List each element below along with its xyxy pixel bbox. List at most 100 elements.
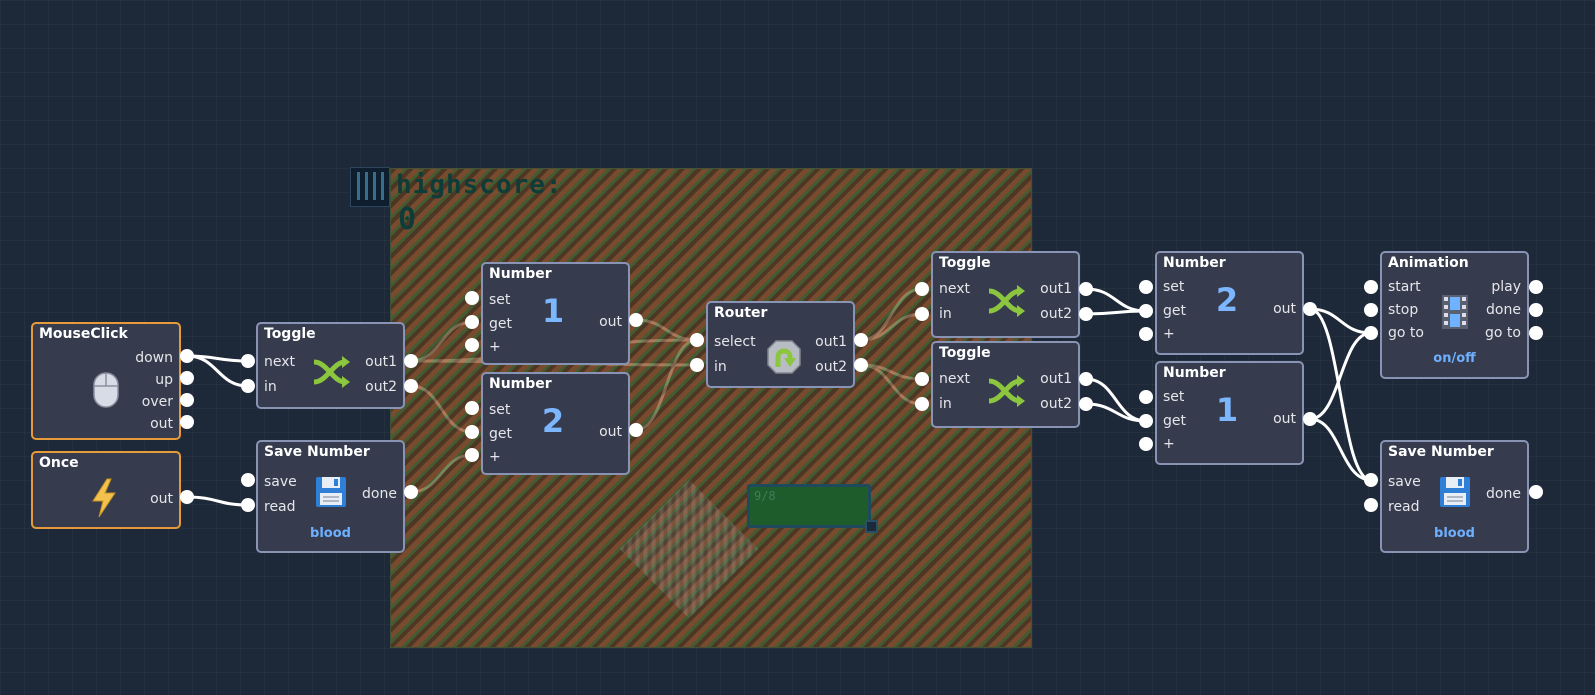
film-icon xyxy=(1442,295,1468,329)
port-number3-set[interactable] xyxy=(1139,280,1153,294)
port-animation-goto-out[interactable] xyxy=(1529,326,1543,340)
node-toggle-3[interactable]: Toggle next in out1 out2 xyxy=(931,341,1080,428)
port-animation-stop[interactable] xyxy=(1364,303,1378,317)
port-number1-set[interactable] xyxy=(465,291,479,305)
port-toggle1-out1[interactable] xyxy=(404,354,418,368)
node-mouseclick[interactable]: MouseClick down up over out xyxy=(31,322,181,440)
port-number2-get[interactable] xyxy=(465,425,479,439)
audio-bars-icon xyxy=(350,167,390,207)
port-label: in xyxy=(939,306,952,322)
wire-number3-out-to-savenumber2-save[interactable] xyxy=(1308,307,1373,482)
port-animation-start[interactable] xyxy=(1364,280,1378,294)
port-number4-out[interactable] xyxy=(1303,412,1317,426)
port-animation-goto[interactable] xyxy=(1364,326,1378,340)
port-number3-get[interactable] xyxy=(1139,304,1153,318)
port-savenumber2-read[interactable] xyxy=(1364,498,1378,512)
node-toggle-1[interactable]: Toggle next in out1 out2 xyxy=(256,322,405,409)
wire-number4-out-to-animation-goto[interactable] xyxy=(1308,331,1373,421)
port-number2-out[interactable] xyxy=(629,423,643,437)
port-toggle3-out2[interactable] xyxy=(1079,397,1093,411)
node-title: Animation xyxy=(1388,255,1469,271)
wire-number4-out-to-savenumber2-save[interactable] xyxy=(1308,417,1373,482)
port-number4-set[interactable] xyxy=(1139,390,1153,404)
port-number1-get[interactable] xyxy=(465,315,479,329)
port-toggle2-next[interactable] xyxy=(915,282,929,296)
port-label: out xyxy=(1273,301,1296,317)
port-toggle2-out1[interactable] xyxy=(1079,282,1093,296)
port-savenumber1-read[interactable] xyxy=(241,498,255,512)
port-savenumber2-save[interactable] xyxy=(1364,473,1378,487)
port-once-out[interactable] xyxy=(180,490,194,504)
port-label: save xyxy=(1388,474,1421,490)
port-toggle1-in[interactable] xyxy=(241,379,255,393)
port-number3-out[interactable] xyxy=(1303,302,1317,316)
port-label: out1 xyxy=(1040,281,1072,297)
port-mouseclick-over[interactable] xyxy=(180,393,194,407)
port-mouseclick-out[interactable] xyxy=(180,415,194,429)
node-title: Number xyxy=(1163,365,1226,381)
port-toggle3-next[interactable] xyxy=(915,372,929,386)
node-number-4[interactable]: Number set get + out 1 xyxy=(1155,361,1304,465)
port-number1-out[interactable] xyxy=(629,313,643,327)
port-toggle2-out2[interactable] xyxy=(1079,307,1093,321)
node-save-number-1[interactable]: Save Number save read done blood xyxy=(256,440,405,553)
port-router-select[interactable] xyxy=(690,333,704,347)
node-router[interactable]: Router select in out1 out2 xyxy=(706,301,855,388)
port-label: up xyxy=(155,372,173,388)
port-router-in[interactable] xyxy=(690,358,704,372)
progress-bar[interactable]: 9/8 xyxy=(747,484,878,533)
port-savenumber1-done[interactable] xyxy=(404,485,418,499)
node-save-number-2[interactable]: Save Number save read done blood xyxy=(1380,440,1529,553)
node-number-1[interactable]: Number set get + out 1 xyxy=(481,262,630,365)
node-animation[interactable]: Animation start stop go to play done go … xyxy=(1380,251,1529,379)
port-router-out2[interactable] xyxy=(854,358,868,372)
port-label: out xyxy=(150,416,173,432)
port-number4-add[interactable] xyxy=(1139,437,1153,451)
port-label: start xyxy=(1388,279,1421,295)
port-toggle2-in[interactable] xyxy=(915,307,929,321)
progress-text: 9/8 xyxy=(754,489,776,503)
port-savenumber2-done[interactable] xyxy=(1529,485,1543,499)
port-label: get xyxy=(489,316,512,332)
port-router-out1[interactable] xyxy=(854,333,868,347)
port-mouseclick-down[interactable] xyxy=(180,349,194,363)
mouse-icon xyxy=(93,372,119,408)
node-number-2[interactable]: Number set get + out 2 xyxy=(481,372,630,475)
resize-handle[interactable] xyxy=(865,520,878,533)
wire-mouseclick-down-to-toggle1-next[interactable] xyxy=(185,354,250,363)
node-title: MouseClick xyxy=(39,326,128,342)
wire-toggle3-out1-to-number4-get[interactable] xyxy=(1084,377,1148,423)
wire-toggle3-out2-to-number4-get[interactable] xyxy=(1084,402,1148,423)
port-number2-set[interactable] xyxy=(465,401,479,415)
port-label: next xyxy=(939,371,971,387)
wire-mouseclick-down-to-toggle1-in[interactable] xyxy=(185,354,250,388)
port-label: out2 xyxy=(1040,396,1072,412)
port-savenumber1-save[interactable] xyxy=(241,473,255,487)
port-label: next xyxy=(939,281,971,297)
wire-toggle2-out1-to-number3-get[interactable] xyxy=(1084,287,1148,313)
port-number1-add[interactable] xyxy=(465,338,479,352)
port-toggle1-out2[interactable] xyxy=(404,379,418,393)
node-toggle-2[interactable]: Toggle next in out1 out2 xyxy=(931,251,1080,338)
port-number3-add[interactable] xyxy=(1139,327,1153,341)
wire-once-out-to-savenumber1-read[interactable] xyxy=(185,495,250,507)
port-animation-done[interactable] xyxy=(1529,303,1543,317)
node-once[interactable]: Once out xyxy=(31,451,181,529)
port-label: in xyxy=(939,396,952,412)
wire-toggle2-out2-to-number3-get[interactable] xyxy=(1084,309,1148,316)
port-toggle3-out1[interactable] xyxy=(1079,372,1093,386)
animation-name-label: on/off xyxy=(1433,351,1476,366)
port-label: get xyxy=(489,426,512,442)
wire-number3-out-to-animation-goto[interactable] xyxy=(1308,307,1373,335)
port-toggle1-next[interactable] xyxy=(241,354,255,368)
port-animation-play[interactable] xyxy=(1529,280,1543,294)
port-mouseclick-up[interactable] xyxy=(180,371,194,385)
node-number-3[interactable]: Number set get + out 2 xyxy=(1155,251,1304,355)
port-label: go to xyxy=(1388,325,1424,341)
port-label: set xyxy=(1163,389,1185,405)
port-number2-add[interactable] xyxy=(465,448,479,462)
node-title: Toggle xyxy=(264,326,316,342)
port-number4-get[interactable] xyxy=(1139,414,1153,428)
port-toggle3-in[interactable] xyxy=(915,397,929,411)
